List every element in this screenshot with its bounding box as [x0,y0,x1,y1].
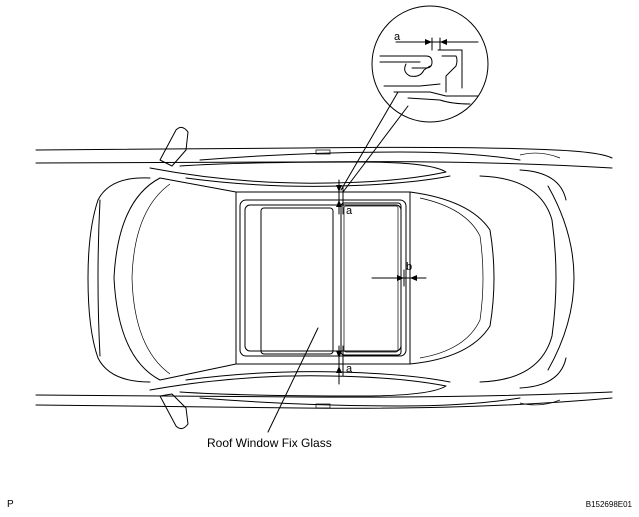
figure-code: B152698E01 [586,500,633,509]
dimension-b [371,269,427,287]
dim-b-label: b [406,261,412,273]
dimension-a-bottom [336,345,344,385]
callout-leader [267,327,319,433]
car-body [35,126,613,430]
dimension-a-top [336,179,344,215]
callout-label: Roof Window Fix Glass [207,436,332,450]
detail-dim-a-label: a [394,31,401,43]
dim-a-top-label: a [346,205,353,217]
dim-a-bottom-label: a [346,363,353,375]
detail-callout [340,5,489,193]
corner-code-left: P [7,499,14,510]
